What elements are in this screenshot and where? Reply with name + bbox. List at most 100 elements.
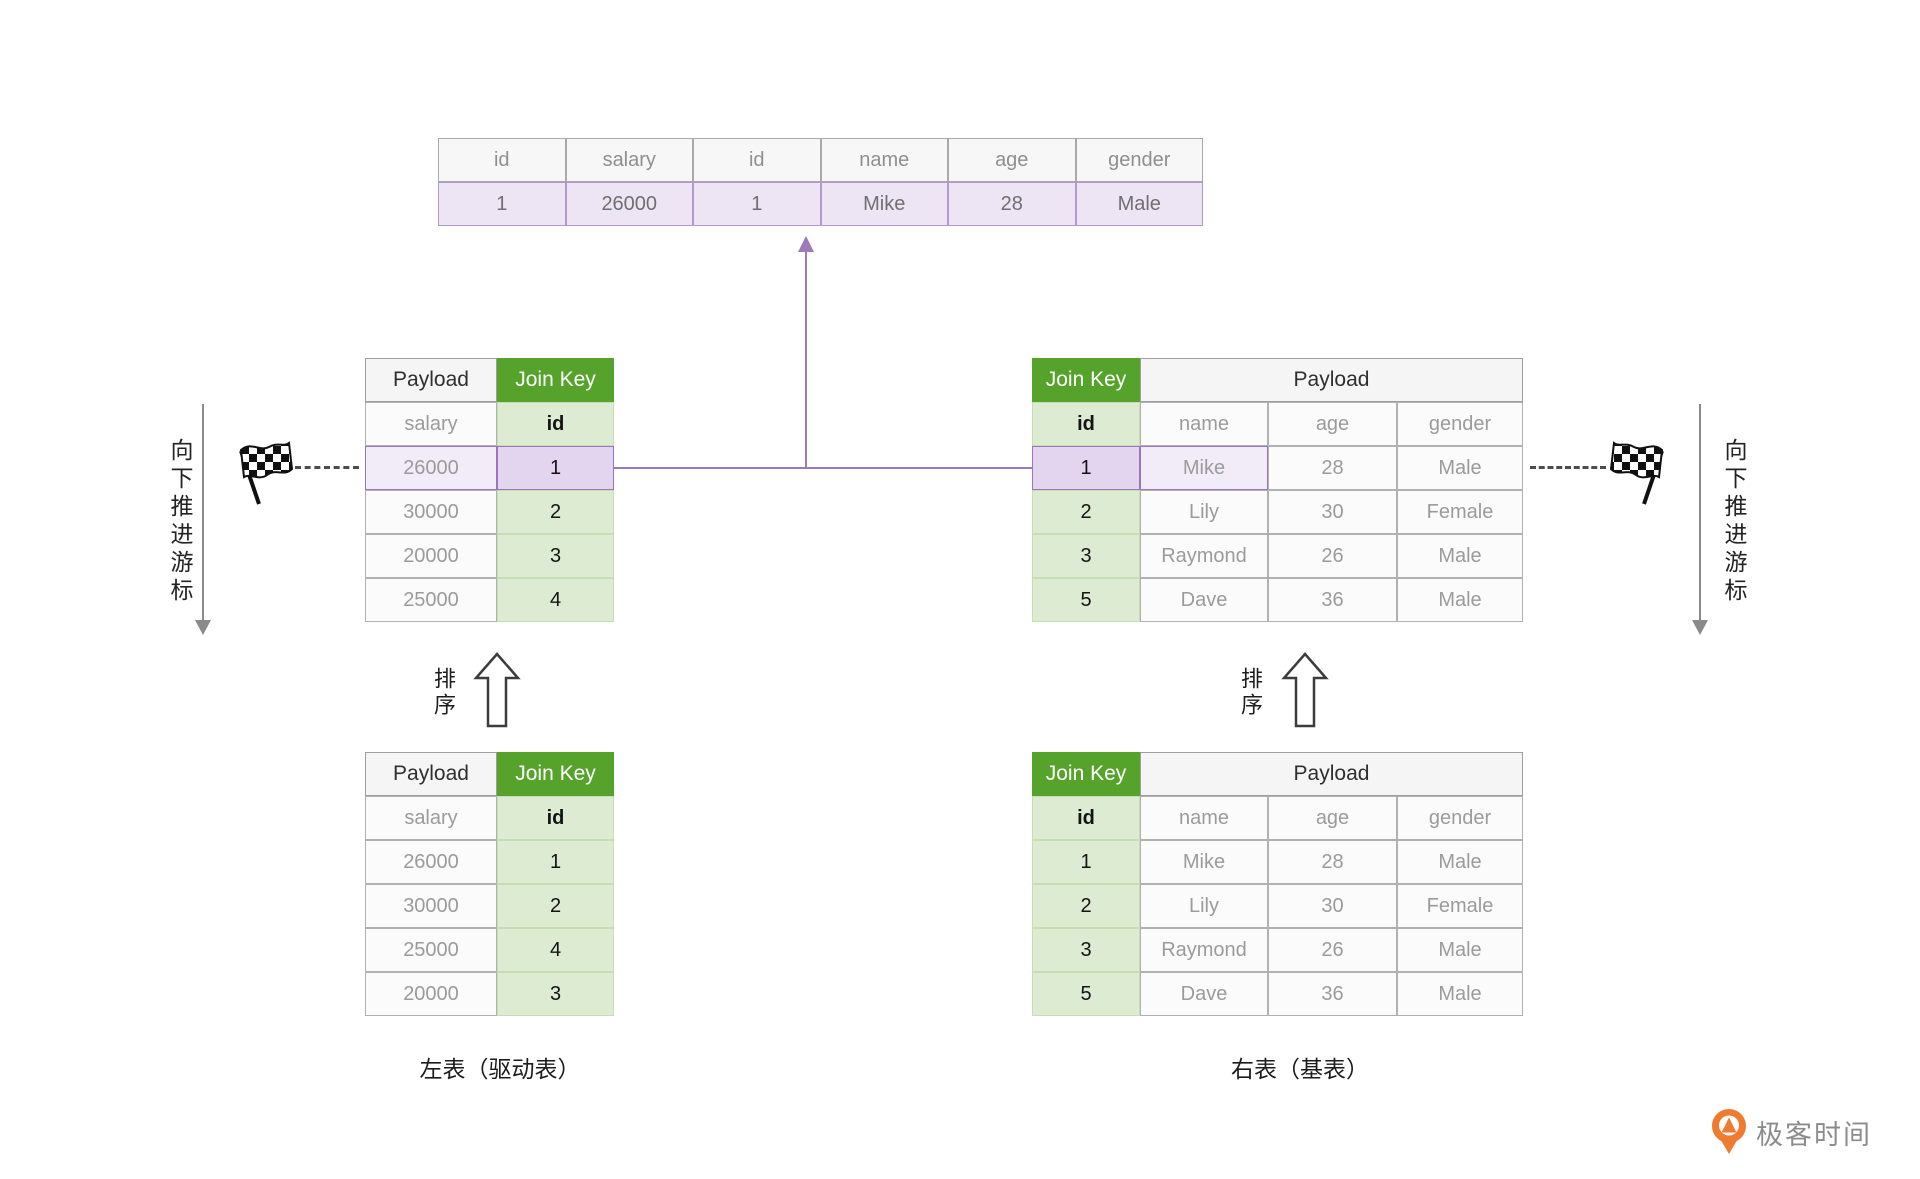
table-cell: 30000 xyxy=(365,490,497,534)
result-cell: 28 xyxy=(948,182,1076,226)
left-unsorted-table: Payload Join Key salary id 26000 1 30000… xyxy=(365,752,614,1016)
payload-header: Payload xyxy=(1140,752,1523,796)
table-cell: 20000 xyxy=(365,972,497,1016)
right-sorted-table: Join Key Payload id name age gender 1 Mi… xyxy=(1032,358,1523,622)
result-col-header: age xyxy=(948,138,1076,182)
table-cell: Lily xyxy=(1140,884,1268,928)
result-cell: Mike xyxy=(820,182,948,226)
right-cursor-line xyxy=(1699,404,1701,621)
left-cursor-line xyxy=(202,404,204,621)
result-cell: 26000 xyxy=(565,182,693,226)
left-flag-dashed-line xyxy=(295,466,359,469)
left-sort-arrow-icon xyxy=(474,652,520,728)
right-unsorted-table: Join Key Payload id name age gender 1 Mi… xyxy=(1032,752,1523,1016)
table-cell: Male xyxy=(1397,578,1523,622)
result-cell: 1 xyxy=(693,182,821,226)
table-cell-highlighted: Mike xyxy=(1140,446,1268,490)
table-cell: 2 xyxy=(1032,490,1140,534)
right-sort-arrow-icon xyxy=(1282,652,1328,728)
table-cell: Male xyxy=(1397,840,1523,884)
result-col-header: gender xyxy=(1075,138,1203,182)
table-cell: 3 xyxy=(1032,928,1140,972)
table-cell: Male xyxy=(1397,446,1523,490)
payload-subheader: gender xyxy=(1397,402,1523,446)
right-checkered-flag-icon xyxy=(1608,438,1670,506)
table-cell: Female xyxy=(1397,884,1523,928)
right-cursor-arrow-icon xyxy=(1692,620,1708,635)
table-cell: 25000 xyxy=(365,578,497,622)
left-table-caption: 左表（驱动表） xyxy=(419,1056,581,1082)
table-cell: 2 xyxy=(497,884,614,928)
payload-header: Payload xyxy=(1140,358,1523,402)
left-checkered-flag-icon xyxy=(233,438,295,506)
table-cell: 3 xyxy=(497,972,614,1016)
table-cell: 1 xyxy=(497,840,614,884)
table-cell: 30 xyxy=(1268,884,1397,928)
table-cell: 26 xyxy=(1268,534,1397,578)
table-cell: Dave xyxy=(1140,578,1268,622)
join-key-header: Join Key xyxy=(1032,752,1140,796)
result-arrow-line xyxy=(805,250,807,469)
result-col-header: id xyxy=(693,138,821,182)
table-cell: 5 xyxy=(1032,578,1140,622)
payload-subheader: name xyxy=(1140,402,1268,446)
table-cell: 2 xyxy=(497,490,614,534)
payload-subheader: age xyxy=(1268,402,1397,446)
join-key-header: Join Key xyxy=(497,358,614,402)
table-cell-highlighted: 26000 xyxy=(365,446,497,490)
table-cell: 3 xyxy=(1032,534,1140,578)
right-flag-dashed-line xyxy=(1530,466,1606,469)
table-cell: 3 xyxy=(497,534,614,578)
right-table-caption: 右表（基表） xyxy=(1231,1056,1369,1082)
table-cell: Raymond xyxy=(1140,928,1268,972)
left-cursor-label: 向下推进游标 xyxy=(167,438,193,606)
result-cell: Male xyxy=(1075,182,1203,226)
geektime-brand: 极客时间 xyxy=(1710,1108,1872,1156)
table-cell: Raymond xyxy=(1140,534,1268,578)
payload-subheader: age xyxy=(1268,796,1397,840)
right-sort-label: 排序 xyxy=(1238,667,1263,719)
table-cell: 26000 xyxy=(365,840,497,884)
table-cell: Male xyxy=(1397,928,1523,972)
table-cell: 25000 xyxy=(365,928,497,972)
payload-subheader: salary xyxy=(365,796,497,840)
join-key-subheader: id xyxy=(1032,796,1140,840)
table-cell: Female xyxy=(1397,490,1523,534)
table-cell: Dave xyxy=(1140,972,1268,1016)
right-cursor-label: 向下推进游标 xyxy=(1721,438,1747,606)
table-cell: 4 xyxy=(497,928,614,972)
left-sort-label: 排序 xyxy=(431,667,456,719)
result-cell: 1 xyxy=(438,182,566,226)
table-cell: 28 xyxy=(1268,840,1397,884)
table-cell: 30 xyxy=(1268,490,1397,534)
table-cell: Male xyxy=(1397,972,1523,1016)
join-key-subheader: id xyxy=(497,796,614,840)
result-col-header: id xyxy=(438,138,566,182)
join-key-subheader: id xyxy=(497,402,614,446)
table-cell: Lily xyxy=(1140,490,1268,534)
result-arrow-head-icon xyxy=(798,236,814,252)
join-key-header: Join Key xyxy=(497,752,614,796)
result-col-header: salary xyxy=(565,138,693,182)
join-result-table: id salary id name age gender 1 26000 1 M… xyxy=(438,138,1203,226)
table-cell: 1 xyxy=(1032,840,1140,884)
table-cell: 2 xyxy=(1032,884,1140,928)
table-cell: 20000 xyxy=(365,534,497,578)
table-cell: 28 xyxy=(1268,446,1397,490)
join-match-connector-line xyxy=(614,467,1032,469)
table-cell: 4 xyxy=(497,578,614,622)
table-cell-highlighted: 1 xyxy=(497,446,614,490)
table-cell: Mike xyxy=(1140,840,1268,884)
join-key-header: Join Key xyxy=(1032,358,1140,402)
result-col-header: name xyxy=(820,138,948,182)
table-cell: 26 xyxy=(1268,928,1397,972)
payload-subheader: gender xyxy=(1397,796,1523,840)
geektime-logo-icon xyxy=(1712,1109,1746,1154)
table-cell: Male xyxy=(1397,534,1523,578)
table-cell-highlighted: 1 xyxy=(1032,446,1140,490)
table-cell: 30000 xyxy=(365,884,497,928)
left-sorted-table: Payload Join Key salary id 26000 1 30000… xyxy=(365,358,614,622)
payload-header: Payload xyxy=(365,752,497,796)
table-cell: 5 xyxy=(1032,972,1140,1016)
